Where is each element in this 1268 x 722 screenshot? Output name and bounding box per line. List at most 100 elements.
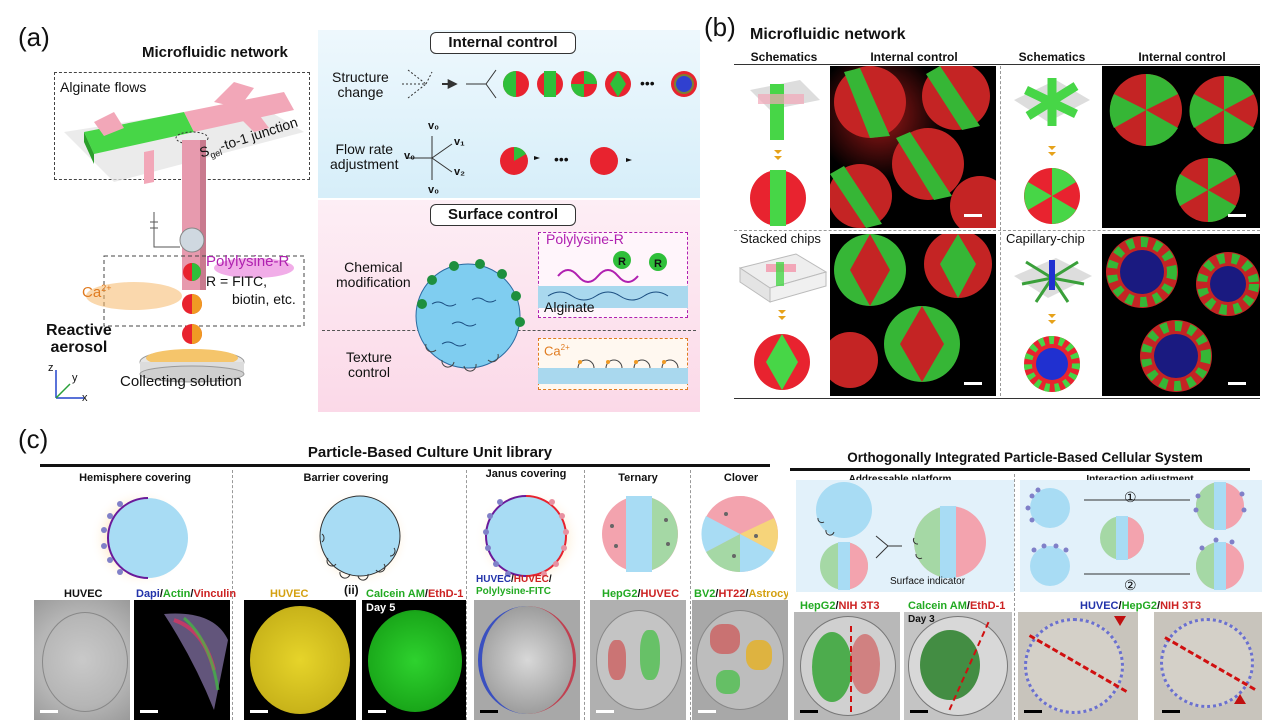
inset-alginate: Alginate	[544, 299, 595, 315]
stain-ternary: HepG2/HUVEC	[602, 588, 680, 600]
photo-addressable-2	[904, 612, 1012, 720]
panel-a-letter: (a)	[18, 22, 50, 52]
stain-calcein-ethd: Calcein AM/EthD-1	[366, 588, 464, 600]
step-2: ②	[1124, 577, 1137, 593]
flow-rate-ellipsis: •••	[554, 151, 569, 167]
day-3: Day 3	[908, 614, 935, 625]
inset-r-2: R	[654, 258, 662, 270]
photo-hemisphere-fluor	[134, 600, 230, 720]
photo-interaction-1	[1018, 612, 1138, 720]
col-schematics-2: Schematics	[1018, 50, 1086, 64]
axis-x: x	[82, 392, 88, 404]
janus-caption: Janus covering	[485, 468, 567, 480]
structure-ellipsis: •••	[640, 75, 655, 91]
photo-barrier-yellow	[244, 600, 356, 720]
scalebar	[910, 710, 928, 713]
scalebar	[596, 710, 614, 713]
stacked-chips-label: Stacked chips	[740, 231, 821, 246]
microfluidic-network-label: Microfluidic network	[142, 44, 288, 61]
panel-b-letter: (b)	[704, 12, 736, 42]
scalebar	[140, 710, 158, 713]
v2: v₂	[454, 166, 466, 178]
col-internal-2: Internal control	[1138, 50, 1226, 64]
schematic-clover	[1014, 78, 1090, 224]
v0-left: v₀	[404, 150, 416, 162]
day-5: Day 5	[366, 602, 396, 614]
calcium-label: Ca2+	[82, 283, 112, 301]
stain-huvec-1: HUVEC	[64, 588, 103, 600]
ternary-caption: Ternary	[618, 472, 658, 484]
system-title: Orthogonally Integrated Particle-Based C…	[847, 450, 1203, 465]
micrograph-capillary	[1102, 234, 1260, 396]
panel-b-vdivider	[1000, 66, 1001, 396]
scalebar	[1228, 382, 1246, 385]
photo-clover	[692, 600, 788, 720]
stain-addressable-1: HepG2/NIH 3T3	[800, 600, 880, 612]
panel-b-title: Microfluidic network	[750, 26, 906, 43]
c-divider-4	[690, 470, 691, 720]
library-schematics	[90, 480, 1262, 592]
microfluidic-chip-illustration	[64, 82, 305, 383]
internal-control-title: Internal control	[430, 32, 576, 54]
v1: v₁	[454, 136, 465, 148]
c-divider-3	[584, 470, 585, 720]
micrograph-stacked	[830, 234, 996, 396]
photo-janus	[474, 600, 580, 720]
photo-hemisphere-dic	[34, 600, 130, 720]
structure-change-diagram	[402, 69, 697, 99]
panel-b-header-rule	[734, 64, 1260, 65]
stain-huvec-yellow: HUVEC	[270, 588, 309, 600]
flow-rate-diagram	[408, 136, 453, 180]
roman-ii: (ii)	[344, 583, 359, 597]
flow-rate-particles	[500, 147, 632, 175]
interaction-caption: Interaction adjustment	[1086, 474, 1194, 485]
c-divider-2	[466, 470, 467, 720]
scalebar	[964, 214, 982, 217]
col-schematics-1: Schematics	[750, 50, 818, 64]
panel-b-footer-rule	[734, 398, 1260, 399]
v0-top: v₀	[428, 120, 440, 132]
photo-interaction-2	[1154, 612, 1262, 720]
library-title: Particle-Based Culture Unit library	[307, 444, 553, 461]
capillary-chip-label: Capillary-chip	[1006, 231, 1085, 246]
stain-clover: BV2/HT22/Astrocyte	[694, 588, 788, 600]
axis-y: y	[72, 372, 78, 384]
scalebar	[964, 382, 982, 385]
schematic-janus	[750, 80, 820, 226]
axis-z: z	[48, 362, 54, 374]
v0-bottom: v₀	[428, 184, 440, 196]
photo-barrier-green	[362, 600, 466, 720]
scalebar	[1162, 710, 1180, 713]
scalebar	[1228, 214, 1246, 217]
schematic-capillary	[1014, 258, 1092, 392]
addressable-caption: Addressable platform	[848, 474, 952, 485]
axes-icon	[55, 370, 84, 399]
inset-calcium: Ca2+	[544, 343, 570, 359]
scalebar	[40, 710, 58, 713]
scalebar	[480, 710, 498, 713]
surface-indicator-label: Surface indicator	[890, 576, 966, 587]
inset-polylysine: Polylysine-R	[546, 231, 624, 247]
hemisphere-caption: Hemisphere covering	[79, 472, 191, 484]
scalebar	[800, 710, 818, 713]
stain-dapi-actin-vinculin: Dapi/Actin/Vinculin	[136, 588, 237, 600]
inset-chemistry	[538, 251, 688, 308]
c-divider-1	[232, 470, 233, 720]
panel-c-letter: (c)	[18, 424, 49, 454]
panel-b-hdivider	[734, 230, 1260, 231]
stain-addressable-2: Calcein AM/EthD-1	[908, 600, 1006, 612]
photo-addressable-1	[794, 612, 900, 720]
scalebar	[698, 710, 716, 713]
micrograph-clover	[1102, 66, 1260, 228]
clover-caption: Clover	[723, 472, 759, 484]
library-rule	[40, 464, 770, 467]
r-definition-1: R = FITC,	[206, 273, 268, 289]
inset-r-1: R	[618, 256, 626, 268]
alginate-flows-label: Alginate flows	[60, 79, 147, 95]
micrograph-janus	[830, 66, 996, 228]
